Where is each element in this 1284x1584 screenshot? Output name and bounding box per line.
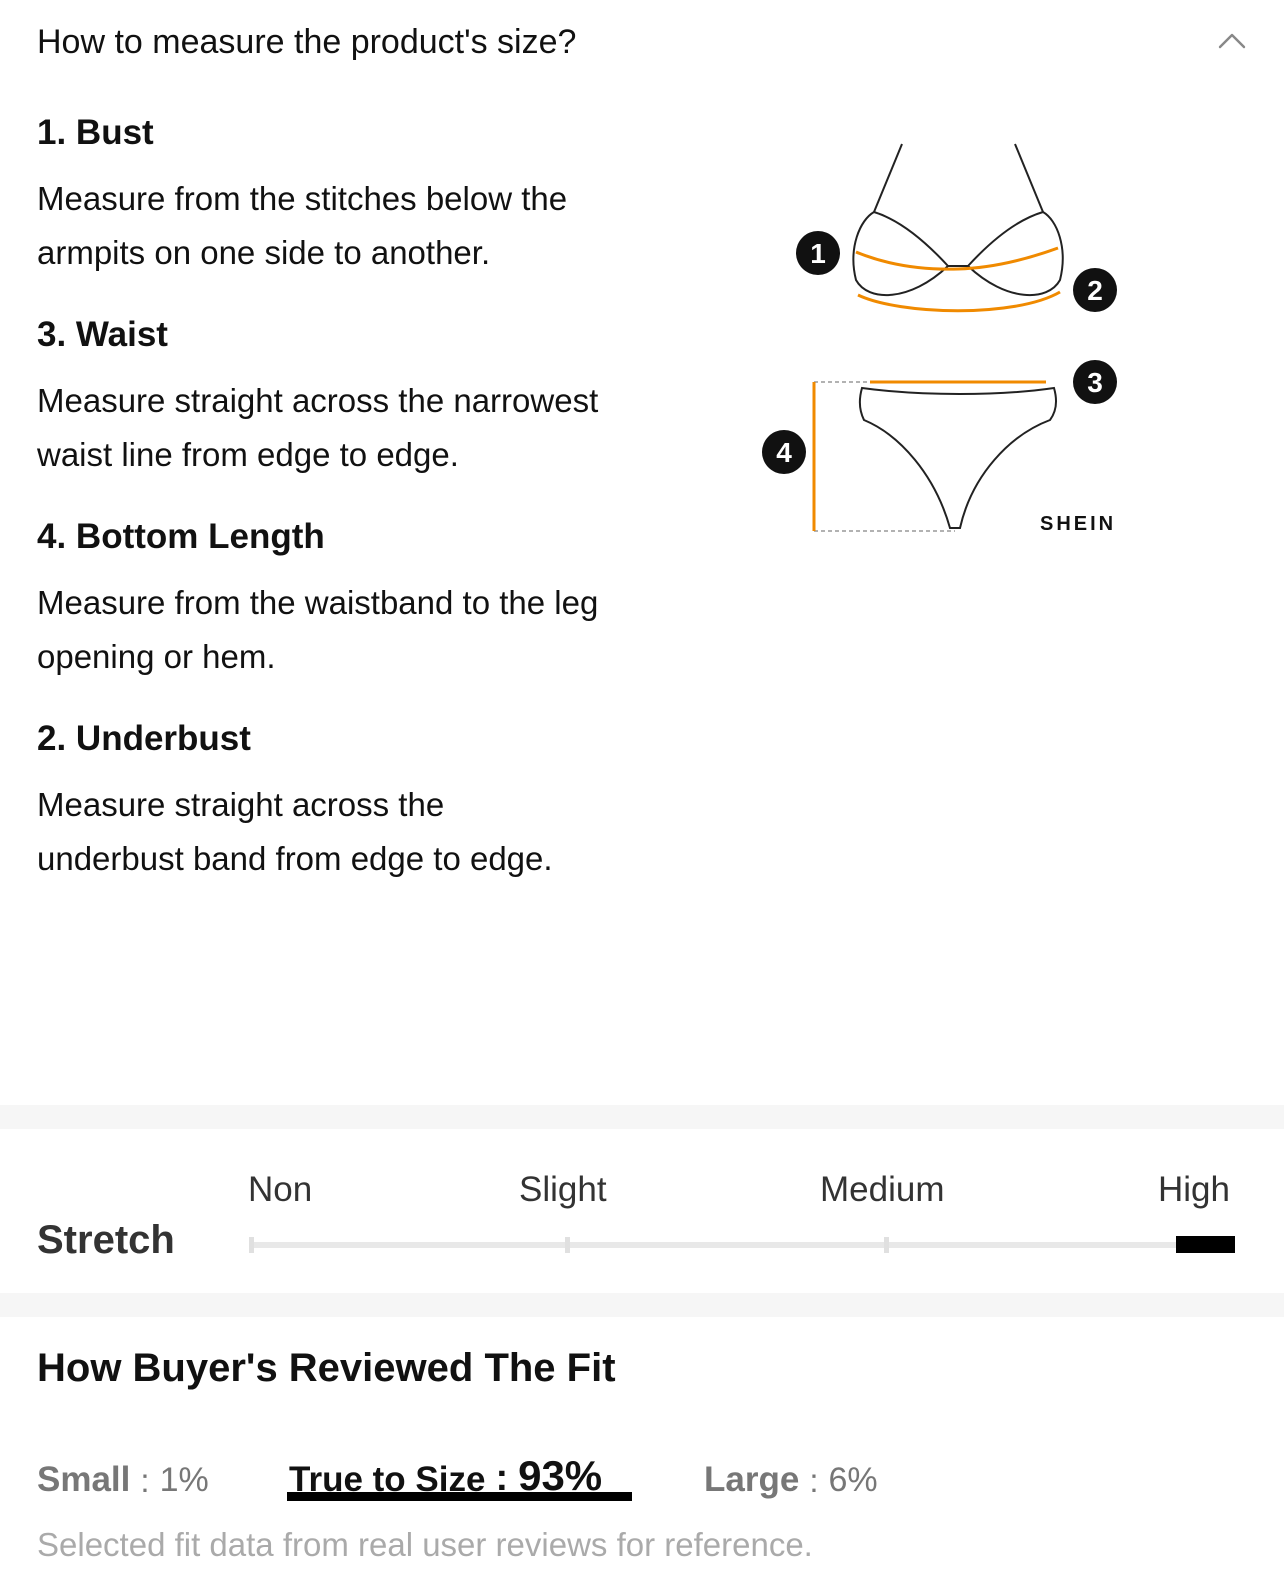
- fit-option-value: 93%: [518, 1452, 603, 1499]
- measurement-diagram: 1 2 3 4 SHEIN: [762, 143, 1117, 535]
- fit-review-title: How Buyer's Reviewed The Fit: [37, 1346, 616, 1390]
- measurement-description: Measure straight across the narrowest wa…: [37, 382, 599, 473]
- stretch-level-high: High: [1158, 1170, 1230, 1209]
- svg-text:1: 1: [810, 238, 826, 269]
- marker-2: 2: [1073, 268, 1117, 312]
- fit-option-separator: :: [140, 1462, 150, 1499]
- fit-option-separator: :: [495, 1457, 509, 1499]
- svg-text:2: 2: [1087, 275, 1103, 306]
- measurement-title: 4. Bottom Length: [37, 517, 325, 556]
- measurement-description: Measure from the stitches below the armp…: [37, 180, 568, 271]
- stretch-tick: [565, 1237, 570, 1253]
- fit-option-large[interactable]: Large : 6%: [704, 1428, 878, 1500]
- chevron-up-icon[interactable]: [1217, 27, 1247, 57]
- brand-logo: SHEIN: [1040, 513, 1116, 535]
- measurement-description: Measure from the waistband to the leg op…: [37, 584, 599, 675]
- size-guide-title: How to measure the product's size?: [37, 22, 577, 61]
- marker-1: 1: [796, 231, 840, 275]
- size-guide-header[interactable]: How to measure the product's size?: [37, 18, 1247, 66]
- stretch-level-non: Non: [248, 1170, 313, 1209]
- measurement-title: 2. Underbust: [37, 719, 251, 758]
- fit-option-true-to-size[interactable]: True to Size : 93%: [289, 1428, 602, 1500]
- stretch-label: Stretch: [37, 1218, 175, 1262]
- stretch-selected-indicator: [1176, 1236, 1235, 1253]
- stretch-level-medium: Medium: [820, 1170, 945, 1209]
- stretch-tick: [249, 1237, 254, 1253]
- fit-option-separator: :: [809, 1462, 819, 1499]
- fit-review-note: Selected fit data from real user reviews…: [37, 1526, 813, 1563]
- fit-option-value: 6%: [828, 1461, 878, 1499]
- measurement-description: Measure straight across the underbust ba…: [37, 786, 553, 877]
- measurement-title: 3. Waist: [37, 315, 168, 354]
- marker-4: 4: [762, 430, 806, 474]
- stretch-section: Stretch Non Slight Medium High: [0, 1128, 1284, 1294]
- fit-option-name: Small: [37, 1460, 131, 1499]
- measurement-item-underbust: 2. Underbust Measure straight across the…: [37, 714, 677, 886]
- section-divider: [0, 1105, 1284, 1129]
- section-divider: [0, 1293, 1284, 1317]
- measurement-title: 1. Bust: [37, 113, 154, 152]
- stretch-track: [249, 1237, 1235, 1253]
- measurement-item-waist: 3. Waist Measure straight across the nar…: [37, 310, 677, 482]
- svg-text:4: 4: [776, 437, 792, 468]
- marker-3: 3: [1073, 360, 1117, 404]
- stretch-tick: [884, 1237, 889, 1253]
- active-fit-underline: [287, 1492, 632, 1501]
- measurement-list: 1. Bust Measure from the stitches below …: [37, 108, 677, 916]
- fit-options: Small : 1% True to Size : 93% Large : 6%: [37, 1428, 1247, 1508]
- measurement-item-bust: 1. Bust Measure from the stitches below …: [37, 108, 677, 280]
- fit-option-name: Large: [704, 1460, 800, 1499]
- fit-option-small[interactable]: Small : 1%: [37, 1428, 209, 1500]
- measurement-item-bottom-length: 4. Bottom Length Measure from the waistb…: [37, 512, 677, 684]
- svg-text:3: 3: [1087, 367, 1103, 398]
- fit-option-value: 1%: [159, 1461, 209, 1499]
- stretch-level-slight: Slight: [519, 1170, 607, 1209]
